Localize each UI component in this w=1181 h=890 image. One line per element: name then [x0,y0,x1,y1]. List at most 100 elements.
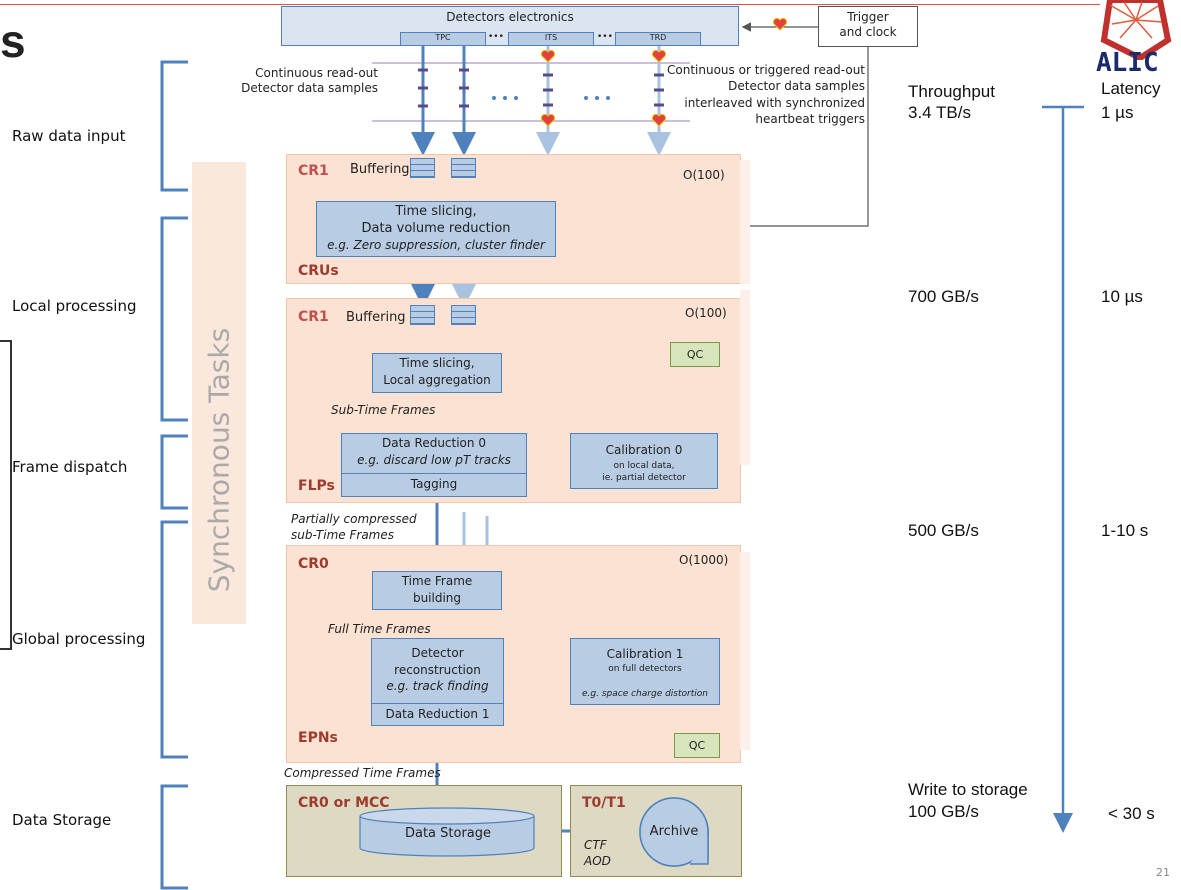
flp-buffer-2-icon [451,305,476,325]
det-divider [372,703,503,704]
epn-region-shadow [740,552,750,750]
brace-global [160,520,188,759]
det-line1: Detector [411,646,464,660]
dr1-label: Data Reduction 1 [385,707,490,721]
cru-buffer-2-icon [451,158,476,178]
stage-storage: Data Storage [12,811,112,829]
data-storage-label: Data Storage [404,826,492,841]
archive-icon [639,797,709,867]
stage-local: Local processing [12,297,137,315]
detector-reconstruction-box: Detector reconstruction e.g. track findi… [371,638,504,726]
cal0-line3: ie. partial detector [602,473,686,483]
flp-buffering: Buffering [346,310,406,325]
calibration-1-box: Calibration 1 on full detectors e.g. spa… [570,638,720,705]
archive-region-label: T0/T1 [582,795,626,811]
epn-qc-box: QC [674,733,720,758]
dr0-line1: Data Reduction 0 [382,436,486,450]
trigger-clock-label: Trigger and clock [839,10,897,39]
epn-qc-label: QC [688,739,706,752]
flp-data-reduction-0-box: Data Reduction 0 e.g. discard low pT tra… [341,433,527,497]
cal0-line2: on local data, [613,461,675,471]
brace-frame [160,434,188,510]
data-storage-cylinder-icon [359,807,535,857]
cru-region-shadow [740,160,750,284]
cru-buffer-1-icon [410,158,435,178]
archive-label: Archive [649,824,699,839]
flp-region-label: CR1 [298,309,329,325]
left-edge-frame [0,340,12,650]
det-line2: reconstruction [394,663,481,677]
title-fragment: s [0,15,26,67]
epn-region-label: CR0 [298,556,329,572]
latency-storage: < 30 s [1108,804,1155,823]
dr0-line2: e.g. discard low pT tracks [357,453,511,467]
throughput-local: 700 GB/s [908,287,979,306]
cal1-line3: e.g. space charge distortion [582,689,708,699]
partially-compressed-1: Partially compressed [291,512,417,526]
dots-1: ••• [488,32,504,42]
cal0-line1: Calibration 0 [605,443,683,457]
time-frame-building-box: Time Frame building [372,571,502,610]
stage-global: Global processing [12,630,146,648]
latency-header: Latency [1101,79,1161,98]
brace-local [160,216,188,422]
brace-storage [160,784,188,890]
tfb-line2: building [412,591,462,605]
compressed-time-frames: Compressed Time Frames [284,766,441,780]
cal1-line1: Calibration 1 [606,647,684,661]
logo-text: ALIC [1096,48,1159,78]
stage-raw: Raw data input [12,127,126,145]
storage-region-label: CR0 or MCC [298,795,390,811]
dots-2: ••• [597,32,613,42]
its-label: ITS [544,33,558,42]
calibration-0-box: Calibration 0 on local data, ie. partial… [570,433,718,489]
flp-region-shadow [740,290,750,465]
trigger-clock-box: Trigger and clock [818,6,918,47]
throughput-storage-2: 100 GB/s [908,802,979,821]
flp-qc-box: QC [670,342,720,367]
heart-icon [772,17,788,31]
cru-footer: CRUs [298,263,339,279]
tfb-line1: Time Frame [401,574,473,588]
alice-logo: ALIC [1090,0,1181,80]
flp-footer: FLPs [298,478,335,494]
throughput-header: Throughput [908,82,995,101]
cru-box-line1: Time slicing, [395,204,477,219]
sync-tasks-band [192,162,246,624]
flp-time-slicing-box: Time slicing, Local aggregation [372,353,502,393]
cru-region-label: CR1 [298,163,329,179]
cru-count: O(100) [683,168,725,182]
throughput-frame: 500 GB/s [908,521,979,540]
cru-time-slicing-box: Time slicing, Data volume reduction e.g.… [316,201,556,257]
readout-right-4: heartbeat triggers [755,112,865,126]
top-rule [0,4,1100,5]
det-line3: e.g. track finding [386,679,489,693]
readout-right-2: Detector data samples [728,79,865,93]
flp-sub-tf: Sub-Time Frames [331,403,436,417]
flp-qc-label: QC [686,348,704,361]
readout-left-1: Continuous read-out [255,66,378,80]
tpc-label: TPC [435,33,451,42]
tagging-label: Tagging [410,477,458,491]
readout-right-3: interleaved with synchronized [684,96,865,110]
latency-local: 10 µs [1101,287,1143,306]
stage-frame: Frame dispatch [12,458,128,476]
flp-count: O(100) [685,306,727,320]
throughput-storage-1: Write to storage [908,780,1028,799]
alice-emblem-icon [1100,0,1172,62]
cal1-line2: on full detectors [608,664,682,674]
throughput-raw: 3.4 TB/s [908,103,971,122]
flp-slicing-line1: Time slicing, [399,356,475,370]
epn-count: O(1000) [679,553,729,567]
trd-box: TRD [615,32,701,46]
cru-box-line2: Data volume reduction [361,221,511,236]
dr0-divider [342,473,526,474]
cru-box-line3: e.g. Zero suppression, cluster finder [327,238,545,252]
cru-buffering: Buffering [350,162,410,177]
detectors-electronics-label: Detectors electronics [446,10,574,24]
partially-compressed-2: sub-Time Frames [291,528,394,542]
flp-slicing-line2: Local aggregation [383,373,491,387]
flp-buffer-1-icon [410,305,435,325]
page-number: 21 [1156,866,1170,879]
